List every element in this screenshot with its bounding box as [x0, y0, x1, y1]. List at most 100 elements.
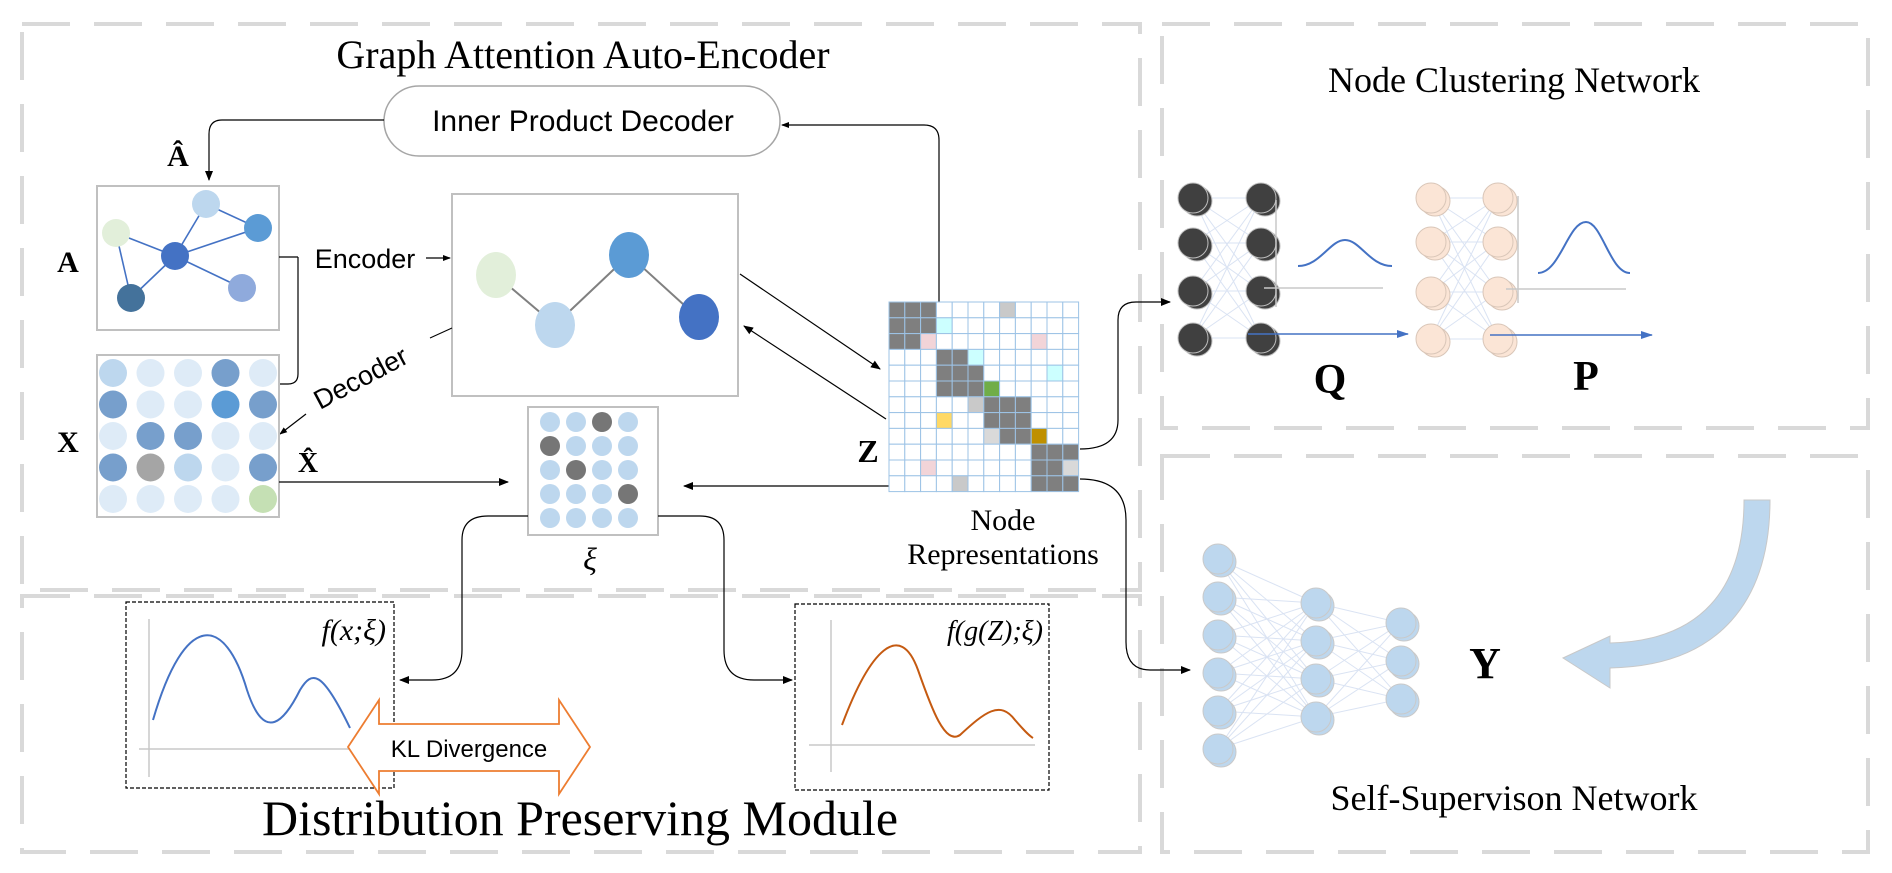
graph-node: [161, 242, 189, 270]
z-cell: [904, 364, 922, 382]
z-cell: [967, 427, 985, 445]
feature-cell: [136, 359, 165, 387]
z-cell: [1062, 317, 1080, 335]
ssn-neuron: [1202, 695, 1234, 727]
p-to-y-curved-arrow: [1561, 499, 1771, 689]
z-cell: [888, 380, 906, 398]
z-cell: [1014, 459, 1032, 477]
z-cell: [983, 301, 1001, 319]
z-cell: [1030, 317, 1048, 335]
xi-cell: [566, 484, 586, 504]
z-cell: [920, 348, 937, 366]
embedding-node: [679, 294, 719, 340]
dark-neuron: [1245, 275, 1277, 307]
z-cell: [935, 396, 953, 414]
ssn-neuron: [1202, 581, 1234, 613]
xi-cell: [592, 484, 612, 504]
ncn-title: Node Clustering Network: [1328, 60, 1700, 100]
feature-cell: [99, 359, 127, 387]
gae-title: Graph Attention Auto-Encoder: [336, 32, 829, 77]
z-cell: [1014, 364, 1032, 382]
z-cell: [920, 364, 937, 382]
z-cell: [1030, 427, 1048, 445]
dark-neuron: [1177, 275, 1209, 307]
z-cell: [1014, 348, 1032, 366]
ssn-neuron: [1385, 607, 1417, 639]
z-cell: [935, 443, 953, 461]
embedding-node: [535, 302, 575, 348]
z-cell: [888, 459, 906, 477]
z-cell: [967, 333, 985, 350]
gae-panel: [20, 22, 1142, 592]
peach-neuron: [1415, 182, 1447, 214]
xi-cell: [540, 412, 560, 432]
peach-neuron: [1482, 323, 1514, 355]
xi-to-right-distribution-arrow: [658, 515, 793, 684]
ssn-neuron: [1300, 701, 1332, 733]
z-cell: [1030, 412, 1048, 429]
z-cell: [935, 317, 953, 335]
z-cell: [967, 459, 985, 477]
z-cell: [920, 427, 937, 445]
z-cell: [904, 317, 922, 335]
graph-node: [228, 274, 256, 302]
z-cell: [888, 412, 906, 429]
z-cell: [920, 412, 937, 429]
z-cell: [1030, 301, 1048, 319]
z-to-embedding-arrow: [743, 325, 887, 420]
left-formula: f(x;ξ): [322, 614, 386, 647]
graph-node: [102, 219, 130, 247]
xi-label: ξ: [583, 541, 597, 577]
z-cell: [951, 301, 969, 319]
z-cell: [1030, 443, 1048, 461]
feature-cell: [99, 422, 127, 450]
z-cell: [888, 475, 906, 493]
inner-product-decoder-box: [383, 85, 781, 157]
z-cell: [1062, 333, 1080, 350]
z-cell: [1014, 412, 1032, 429]
feature-cell: [211, 390, 240, 419]
z-cell: [935, 364, 953, 382]
z-cell: [951, 317, 969, 335]
graph-node: [192, 190, 220, 218]
node-representations-label-line1: Node: [971, 504, 1036, 537]
feature-cell: [249, 422, 277, 450]
z-cell: [1062, 301, 1080, 319]
z-cell: [999, 443, 1016, 461]
z-cell: [888, 317, 906, 335]
feature-cell: [136, 453, 165, 482]
embedding-node: [476, 252, 516, 298]
z-cell: [1062, 443, 1080, 461]
z-cell: [967, 443, 985, 461]
z-cell: [920, 459, 937, 477]
peach-neuron: [1482, 182, 1514, 214]
z-cell: [967, 475, 985, 493]
z-cell: [983, 396, 1001, 414]
feature-cell: [249, 485, 277, 513]
z-cell: [920, 475, 937, 493]
xi-cell: [566, 508, 586, 528]
z-cell: [904, 348, 922, 366]
z-cell: [1046, 301, 1064, 319]
ssn-neuron: [1300, 663, 1332, 695]
z-cell: [1046, 443, 1064, 461]
z-cell: [1046, 317, 1064, 335]
z-cell: [1014, 427, 1032, 445]
x-hat-label: X̂: [298, 448, 318, 479]
xi-cell: [592, 460, 612, 480]
z-cell: [967, 348, 985, 366]
adjacency-graph: [102, 190, 272, 312]
xi-cell: [618, 436, 638, 456]
feature-cell: [174, 422, 202, 450]
a-label: A: [57, 246, 79, 279]
z-cell: [1014, 301, 1032, 319]
xi-cell: [540, 460, 560, 480]
node-representation-matrix: [888, 301, 1080, 493]
node-representations-label-line2: Representations: [907, 538, 1099, 571]
z-cell: [951, 380, 969, 398]
ncn-panel: [1160, 22, 1870, 430]
left-distribution-box: [125, 601, 395, 789]
z-to-self-supervision-arrow: [1079, 478, 1191, 674]
xi-cell: [566, 460, 586, 480]
feature-cell: [211, 453, 240, 482]
